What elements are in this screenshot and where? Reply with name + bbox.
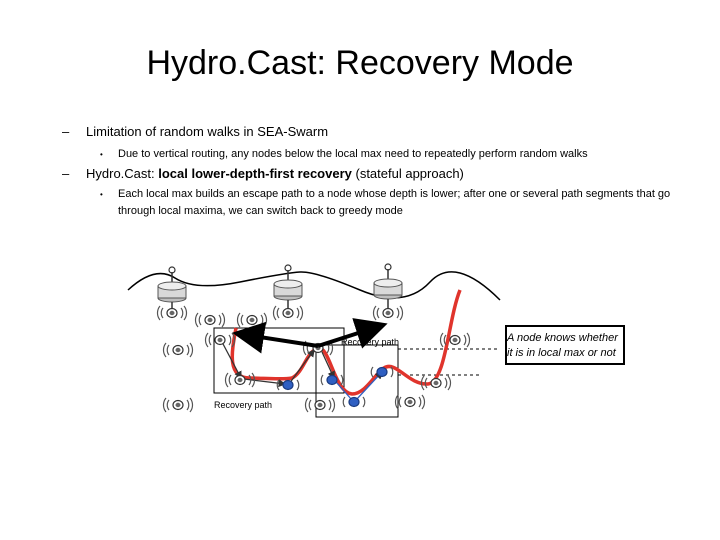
sub-bullet-2-text: Each local max builds an escape path to … bbox=[118, 188, 671, 217]
bullet-dash: – bbox=[62, 166, 70, 181]
sensor-node-icon bbox=[304, 397, 336, 413]
local-region-box-left bbox=[213, 327, 345, 394]
local-max-node-icon bbox=[342, 396, 366, 408]
sensor-node-icon bbox=[162, 397, 194, 413]
sub-bullet-dot: • bbox=[100, 150, 103, 159]
sensor-node-icon bbox=[236, 312, 268, 328]
recovery-path-arrow bbox=[232, 321, 319, 354]
local-max-note: A node knows whether it is in local max … bbox=[505, 325, 625, 365]
sensor-node-icon bbox=[372, 305, 404, 321]
bullet-2: – Hydro.Cast: local lower-depth-first rec… bbox=[62, 166, 464, 181]
sensor-node-icon bbox=[194, 312, 226, 328]
sensor-node-icon bbox=[156, 305, 188, 321]
sub-bullet-1: • Due to vertical routing, any nodes belo… bbox=[100, 146, 588, 163]
sea-surface-line bbox=[127, 271, 501, 301]
bullet-2-bold: local lower-depth-first recovery bbox=[158, 166, 352, 181]
bullet-2-suffix: (stateful approach) bbox=[351, 166, 464, 181]
bullet-dash: – bbox=[62, 124, 70, 139]
recovery-path-label: Recovery path bbox=[214, 400, 273, 410]
sub-bullet-1-text: Due to vertical routing, any nodes below… bbox=[118, 148, 588, 160]
buoy-icon bbox=[373, 263, 403, 310]
bullet-1-text: Limitation of random walks in SEA-Swarm bbox=[86, 124, 329, 139]
sub-bullet-dot: • bbox=[100, 190, 103, 199]
sensor-node-icon bbox=[272, 305, 304, 321]
recovery-path-label: Recovery path bbox=[341, 337, 400, 347]
sensor-node-icon bbox=[204, 332, 236, 348]
sensor-node-icon bbox=[394, 394, 426, 410]
local-max-node-icon bbox=[276, 379, 300, 391]
sub-bullet-2: • Each local max builds an escape path to… bbox=[100, 186, 678, 220]
slide-title: Hydro.Cast: Recovery Mode bbox=[146, 44, 574, 82]
recovery-path-arrow bbox=[317, 318, 388, 349]
sensor-node-icon bbox=[162, 342, 194, 358]
sensor-node-icon bbox=[439, 332, 471, 348]
bullet-2-prefix: Hydro.Cast: bbox=[86, 166, 159, 181]
bullet-1: – Limitation of random walks in SEA-Swarm bbox=[62, 124, 328, 139]
